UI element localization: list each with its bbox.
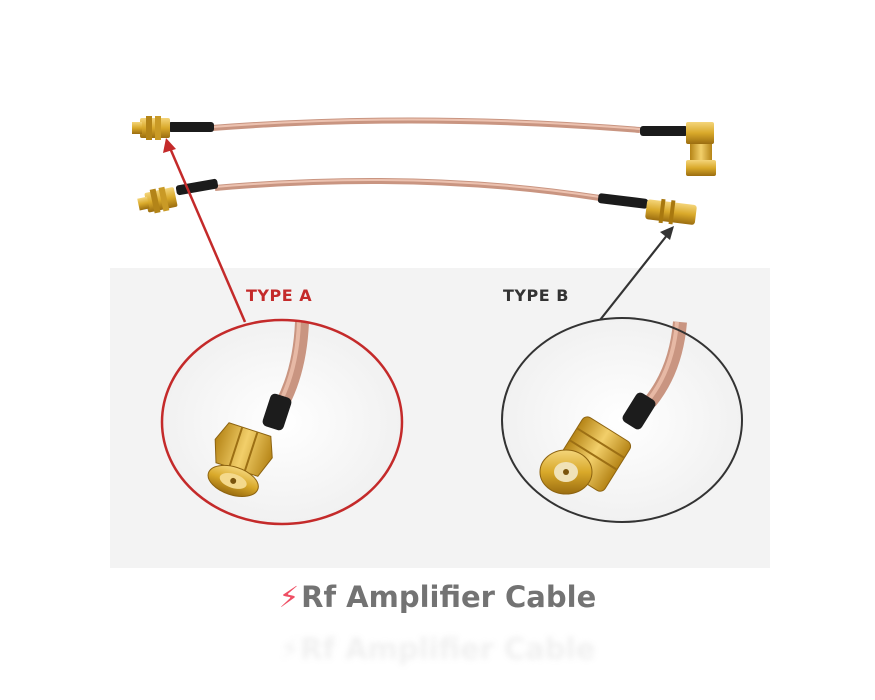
type-b-boot [622,392,656,430]
type-b-pointer-arrow [599,226,674,321]
cable-type-b [137,177,697,225]
cable-a-right-angle-connector [686,122,716,176]
cable-a-left-boot [168,122,214,132]
cable-b-left-sma-connector [137,186,178,214]
cable-a-right-boot [640,126,688,136]
cable-type-a [132,116,716,176]
cable-a-left-sma-connector [132,116,170,140]
cable-a-jacket [211,117,641,133]
lightning-bolt-icon: ⚡ [278,580,300,614]
type-a-boot [262,393,292,431]
type-a-sma-plug [207,422,273,497]
cable-b-right-boot [597,193,649,209]
caption-reflection: ⚡Rf Amplifier Cable [0,632,875,666]
caption-text: Rf Amplifier Cable [301,580,597,614]
type-b-label: TYPE B [503,286,569,305]
caption-reflection-icon: ⚡ [279,632,301,666]
type-a-label: TYPE A [246,286,313,305]
type-a-pointer-arrow [163,138,247,323]
caption-reflection-text: Rf Amplifier Cable [300,632,596,666]
cable-b-right-smb-connector [645,198,697,225]
type-b-zoom-circle [501,317,743,523]
caption-title: ⚡Rf Amplifier Cable [0,580,875,614]
type-a-zoom-circle [160,318,404,526]
cable-b-left-boot [175,178,219,196]
